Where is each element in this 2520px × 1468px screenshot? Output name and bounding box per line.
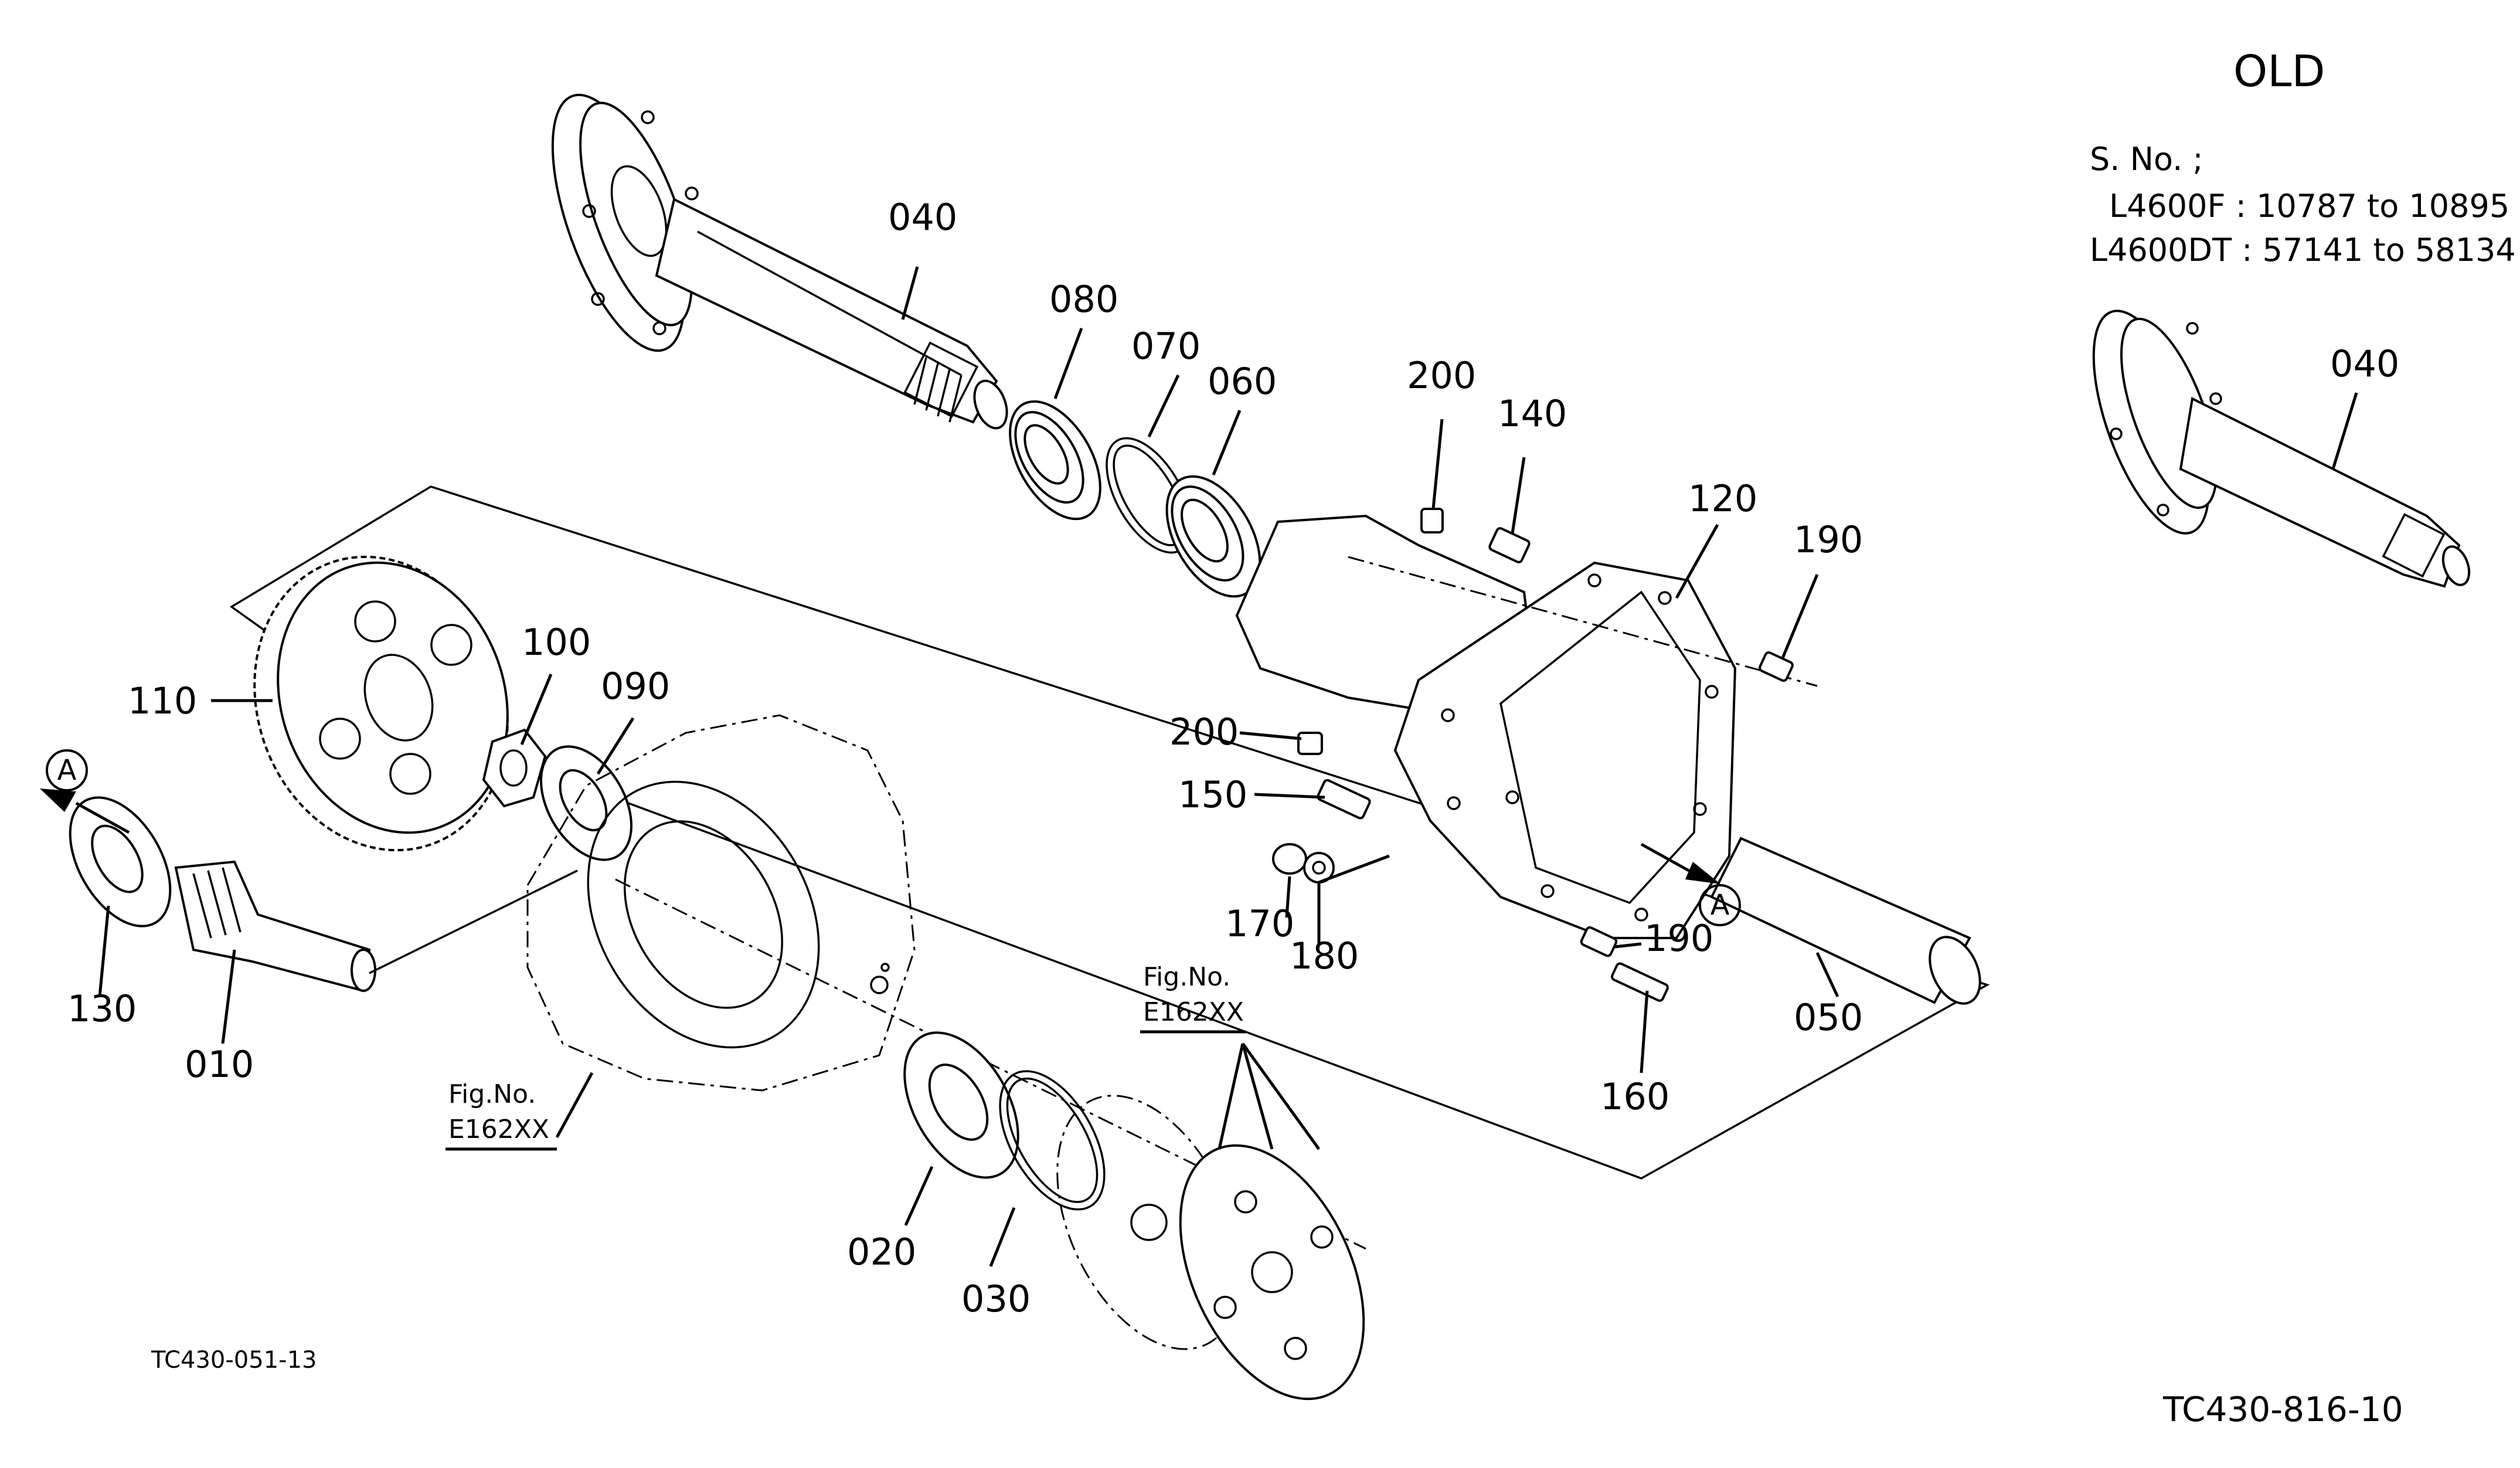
figref-right-code: E162XX <box>1143 997 1244 1027</box>
serial-label: S. No. ; <box>2090 141 2203 178</box>
arrow-mark-a-right: A <box>1699 884 1741 926</box>
stud-160 <box>1611 962 1669 1002</box>
bearing-090 <box>540 745 632 861</box>
callout-070: 070 <box>1131 325 1201 368</box>
plug-200-top <box>1420 508 1444 533</box>
bearing-060 <box>1165 475 1261 598</box>
callout-090: 090 <box>601 665 671 708</box>
callout-080: 080 <box>1049 278 1119 321</box>
pinion-shaft-010 <box>174 860 376 993</box>
footer-right-code: TC430-816-10 <box>2163 1389 2403 1429</box>
plug-200-mid <box>1297 732 1323 755</box>
figref-right-label: Fig.No. <box>1143 962 1231 992</box>
pin-190-bot <box>1580 926 1618 957</box>
stud-150 <box>1317 779 1371 820</box>
snap-ring-030 <box>999 1070 1106 1211</box>
header-title: OLD <box>2233 46 2325 97</box>
nut-100 <box>482 728 547 808</box>
arrow-a-left <box>40 789 130 834</box>
callout-200-mid: 200 <box>1169 711 1239 753</box>
bolt-140 <box>1488 527 1531 563</box>
clutch-plates-ref <box>1056 1095 1365 1401</box>
callout-130: 130 <box>67 987 137 1030</box>
bearing-130 <box>69 796 172 927</box>
footer-left-code: TC430-051-13 <box>151 1347 317 1374</box>
gear-110 <box>253 555 509 852</box>
inset-axle-shaft-040 <box>2092 310 2471 588</box>
callout-030: 030 <box>961 1277 1031 1320</box>
callout-040-inset: 040 <box>2330 342 2400 385</box>
figref-left-code: E162XX <box>448 1114 550 1144</box>
axis-line-housing <box>1348 556 1818 687</box>
tube-050 <box>1710 837 1981 1005</box>
callout-190-top: 190 <box>1794 518 1863 561</box>
figref-left-label: Fig.No. <box>448 1079 536 1109</box>
bearing-020 <box>903 1031 1019 1179</box>
arrow-mark-a-left: A <box>46 749 88 791</box>
callout-160: 160 <box>1600 1075 1670 1118</box>
axle-housing-120 <box>1235 514 1737 939</box>
serial-range-l4600f: L4600F : 10787 to 10895 <box>2109 188 2510 225</box>
arrow-a-right <box>1640 842 1720 884</box>
callout-050: 050 <box>1794 996 1863 1039</box>
leader-lines <box>98 266 2358 1267</box>
leader-shaft-link <box>369 869 578 974</box>
callout-180: 180 <box>1290 935 1359 977</box>
callout-040: 040 <box>888 196 958 239</box>
callout-020: 020 <box>847 1231 917 1273</box>
pin-190-top <box>1759 651 1794 682</box>
callout-010: 010 <box>185 1043 254 1086</box>
callout-120: 120 <box>1688 477 1758 520</box>
callout-060: 060 <box>1208 360 1277 403</box>
callout-170: 170 <box>1225 902 1295 945</box>
callout-100: 100 <box>522 621 591 664</box>
callout-140: 140 <box>1498 392 1567 435</box>
transmission-housing-ref <box>526 714 916 1092</box>
serial-range-l4600dt: L4600DT : 57141 to 58134 <box>2090 232 2516 269</box>
callout-150: 150 <box>1178 773 1248 816</box>
callout-190-bot: 190 <box>1644 917 1714 960</box>
bearing-080 <box>1009 400 1101 521</box>
nut-170 <box>1272 843 1307 875</box>
axle-shaft-040 <box>551 93 1008 430</box>
callout-200-top: 200 <box>1407 354 1477 397</box>
callout-110: 110 <box>128 679 198 722</box>
